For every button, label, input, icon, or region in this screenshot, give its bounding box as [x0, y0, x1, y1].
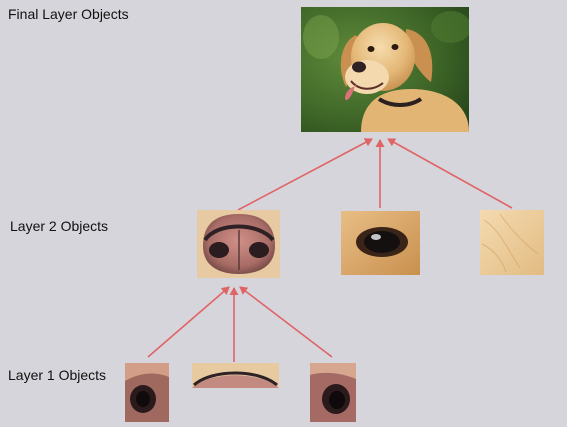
- layer1-label: Layer 1 Objects: [8, 367, 107, 383]
- arrow-fur-to-dog: [387, 138, 513, 209]
- nostril-right-image: [310, 363, 356, 422]
- layer2-label: Layer 2 Objects: [10, 218, 109, 234]
- arrow-nostril-right-to-nose: [239, 286, 333, 358]
- dog-image: [301, 7, 469, 132]
- fur-image: [480, 210, 544, 275]
- arrow-nose-to-dog: [237, 138, 373, 211]
- eye-image: [341, 211, 420, 275]
- final-layer-label: Final Layer Objects: [8, 6, 129, 22]
- arrow-nostril-left-to-nose: [147, 286, 230, 358]
- nostril-left-image: [125, 363, 169, 422]
- nose-image: [197, 210, 280, 278]
- nose-edge-image: [192, 363, 279, 388]
